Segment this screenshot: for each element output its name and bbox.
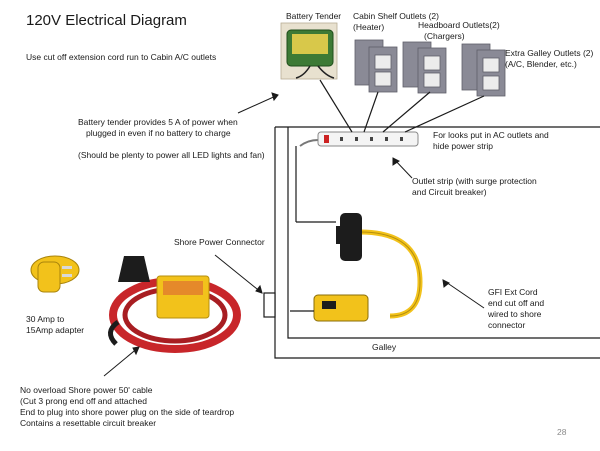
shore-power-cable bbox=[108, 256, 241, 353]
page-title: 120V Electrical Diagram bbox=[26, 12, 187, 29]
label-cabin-shelf-2: (Heater) bbox=[353, 22, 385, 32]
shore-connector-box bbox=[263, 292, 276, 318]
label-cabin-shelf-1: Cabin Shelf Outlets (2) bbox=[353, 11, 439, 21]
label-shore-power: Shore Power Connector bbox=[174, 237, 265, 247]
note-tender-1: Battery tender provides 5 A of power whe… bbox=[78, 117, 238, 127]
note-cable-2: (Cut 3 prong end off and attached bbox=[20, 396, 147, 406]
note-gfi-2: end cut off and bbox=[488, 298, 545, 308]
note-adapter-1: 30 Amp to bbox=[26, 314, 65, 324]
note-cable-3: End to plug into shore power plug on the… bbox=[20, 407, 235, 417]
label-extra-galley-1: Extra Galley Outlets (2) bbox=[505, 48, 594, 58]
adapter-30-15 bbox=[30, 255, 80, 293]
note-led: (Should be plenty to power all LED light… bbox=[78, 150, 265, 160]
label-galley: Galley bbox=[372, 342, 397, 352]
note-strip-1: Outlet strip (with surge protection bbox=[412, 176, 537, 186]
label-extra-galley-2: (A/C, Blender, etc.) bbox=[505, 59, 577, 69]
extra-galley-outlets bbox=[461, 43, 506, 97]
page-number: 28 bbox=[557, 427, 567, 437]
note-gfi-1: GFI Ext Cord bbox=[488, 287, 538, 297]
inner-wall bbox=[287, 127, 600, 339]
gfi-cord bbox=[290, 213, 423, 322]
annotation-arrows bbox=[103, 92, 485, 377]
note-looks-2: hide power strip bbox=[433, 141, 494, 151]
note-gfi-3: wired to shore bbox=[488, 309, 542, 319]
wiring bbox=[295, 79, 485, 223]
label-headboard-2: (Chargers) bbox=[424, 31, 465, 41]
label-headboard-1: Headboard Outlets(2) bbox=[418, 20, 500, 30]
note-cutoff: Use cut off extension cord run to Cabin … bbox=[26, 52, 217, 62]
power-strip bbox=[299, 131, 419, 147]
outer-wall-side bbox=[274, 127, 600, 359]
battery-tender-device bbox=[280, 22, 338, 80]
headboard-outlets bbox=[402, 41, 447, 94]
note-adapter-2: 15Amp adapter bbox=[26, 325, 85, 335]
note-gfi-4: connector bbox=[488, 320, 526, 330]
note-cable-1: No overload Shore power 50' cable bbox=[20, 385, 153, 395]
note-strip-2: and Circuit breaker) bbox=[412, 187, 487, 197]
outlet-plates bbox=[354, 39, 506, 97]
label-battery-tender: Battery Tender bbox=[286, 11, 342, 21]
note-tender-2: plugged in even if no battery to charge bbox=[86, 128, 231, 138]
cabin-shelf-outlets bbox=[354, 39, 398, 93]
note-cable-4: Contains a resettable circuit breaker bbox=[20, 418, 157, 428]
note-looks-1: For looks put in AC outlets and bbox=[433, 130, 549, 140]
galley-enclosure bbox=[263, 126, 600, 359]
